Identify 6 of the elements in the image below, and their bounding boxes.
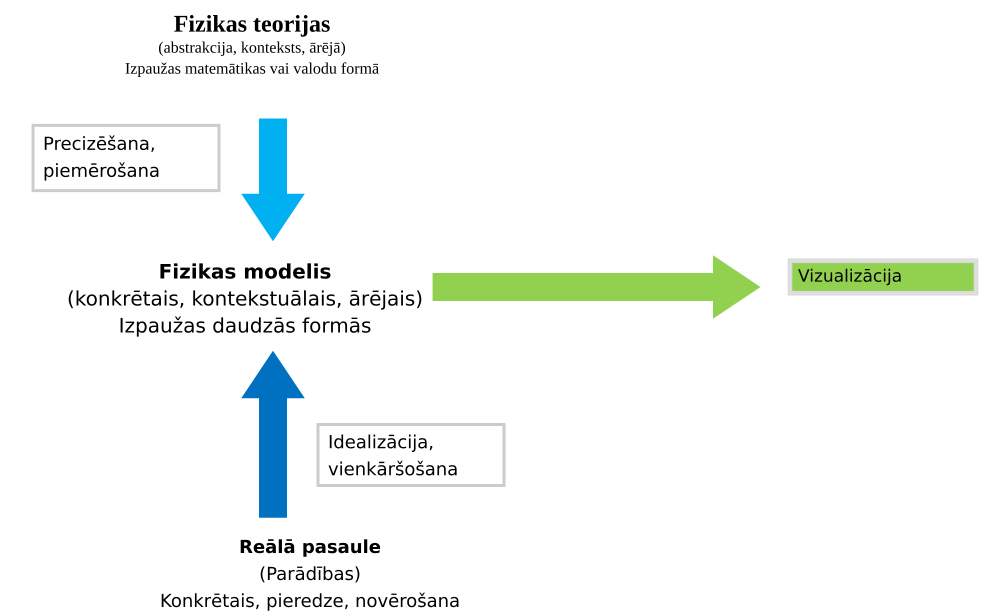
label-box: Vizualizācija [788, 258, 978, 296]
heading-text: Fizikas teorijas (abstrakcija, konteksts, ārējā) Izpaužas matemātikas vai valodu formā [126, 14, 379, 78]
heading-text: Reālā pasaule (Parādības) Konkrētais, pieredze, novērošana [162, 539, 458, 611]
label-box: Idealizācija, vienkāršošana [316, 423, 506, 487]
label-box: Precizēšana, piemērošana [32, 124, 220, 192]
heading-text: Fizikas modelis (konkrētais, kontekstuālais, ārējais) Izpaužas daudzās formās [68, 263, 422, 337]
